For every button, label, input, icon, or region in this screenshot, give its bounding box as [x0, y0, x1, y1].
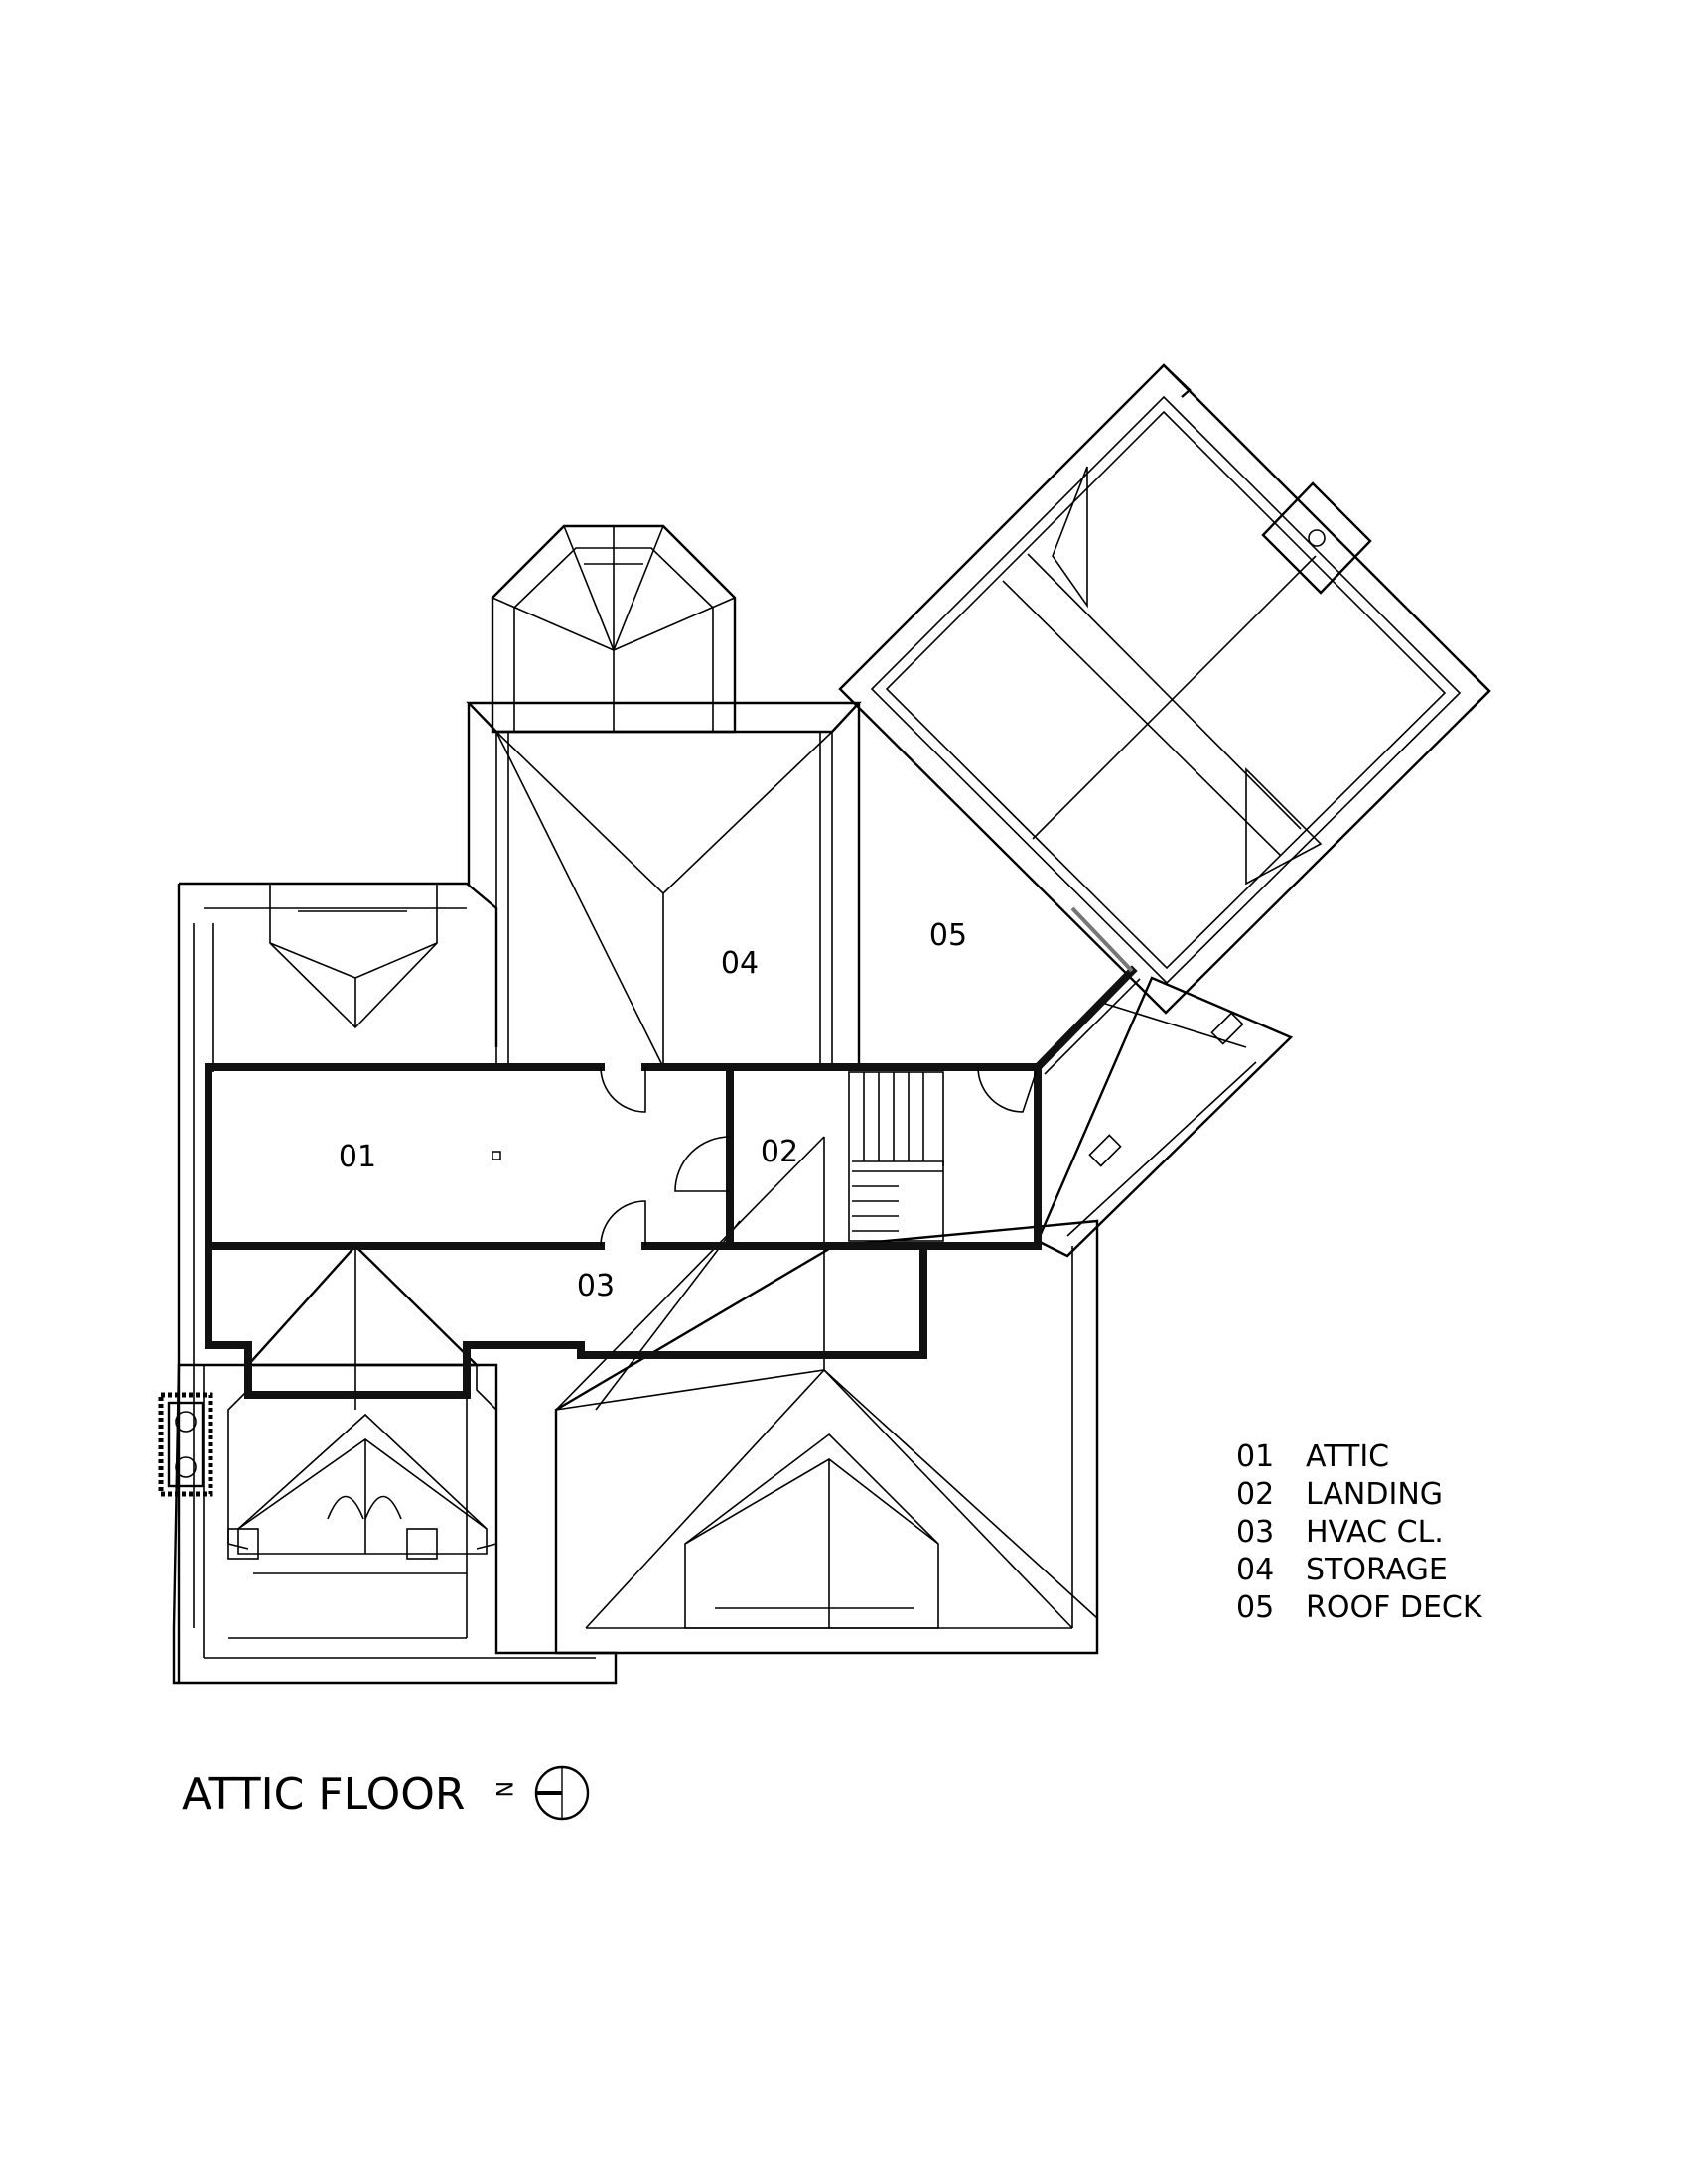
interior-walls	[205, 906, 1141, 1399]
room-labels: 01 02 03 04 05	[339, 918, 967, 1303]
chimney	[158, 1392, 213, 1497]
north-arrow-icon: N	[491, 1765, 590, 1821]
room-label-05: 05	[929, 918, 967, 953]
legend-number-02: 02	[1236, 1477, 1274, 1512]
room-label-03: 03	[577, 1269, 615, 1303]
legend-name-05: ROOF DECK	[1306, 1590, 1483, 1625]
legend-name-02: LANDING	[1306, 1477, 1443, 1512]
legend-name-01: ATTIC	[1306, 1439, 1389, 1474]
legend-number-04: 04	[1236, 1553, 1274, 1587]
legend-number-05: 05	[1236, 1590, 1274, 1625]
north-letter: N	[491, 1781, 515, 1797]
room-label-01: 01	[339, 1140, 376, 1174]
roof-outline	[172, 363, 1491, 1685]
drawing-title: ATTIC FLOOR	[182, 1769, 465, 1820]
room-label-02: 02	[761, 1135, 798, 1169]
room-legend: 01 ATTIC 02 LANDING 03 HVAC CL. 04 STORA…	[1236, 1439, 1483, 1625]
legend-name-03: HVAC CL.	[1306, 1515, 1444, 1550]
legend-number-03: 03	[1236, 1515, 1274, 1550]
legend-number-01: 01	[1236, 1439, 1274, 1474]
legend-name-04: STORAGE	[1306, 1553, 1448, 1587]
room-label-04: 04	[721, 946, 759, 981]
